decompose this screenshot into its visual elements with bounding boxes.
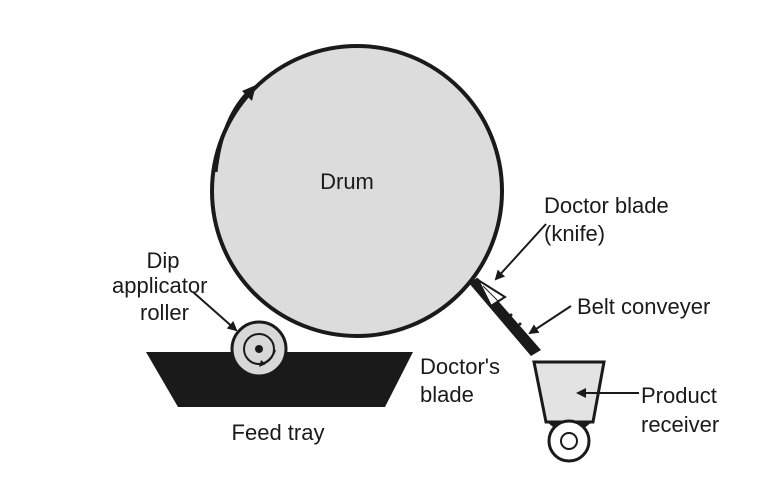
drum (210, 44, 504, 338)
product-receiver-label-line1: Product (641, 383, 717, 408)
belt-conveyer-arrow (528, 305, 572, 335)
product-receiver-label-line2: receiver (641, 412, 719, 437)
product-receiver (532, 360, 606, 463)
doctor-blade-knife-label-line1: Doctor blade (544, 193, 669, 218)
rotation-arrow-icon (214, 85, 256, 173)
doctor-blade-knife-arrow (494, 223, 547, 281)
dip-applicator-arrow (192, 291, 238, 332)
drum-label: Drum (320, 169, 374, 194)
doctor-blade-knife-label-line2: (knife) (544, 221, 605, 246)
doctor-blade-knife (475, 277, 507, 308)
doctors-blade-label-line2: blade (420, 382, 474, 407)
dip-applicator-roller (230, 320, 288, 378)
dip-applicator-label-line2: applicator (112, 273, 207, 298)
product-particles (506, 313, 532, 345)
dip-applicator-label-line3: roller (140, 300, 189, 325)
feed-tray-label: Feed tray (232, 420, 325, 445)
feed-tray (146, 352, 413, 407)
dip-applicator-label-line1: Dip (146, 248, 179, 273)
doctors-blade-label-line1: Doctor's (420, 354, 500, 379)
belt-conveyer-label: Belt conveyer (577, 294, 710, 319)
